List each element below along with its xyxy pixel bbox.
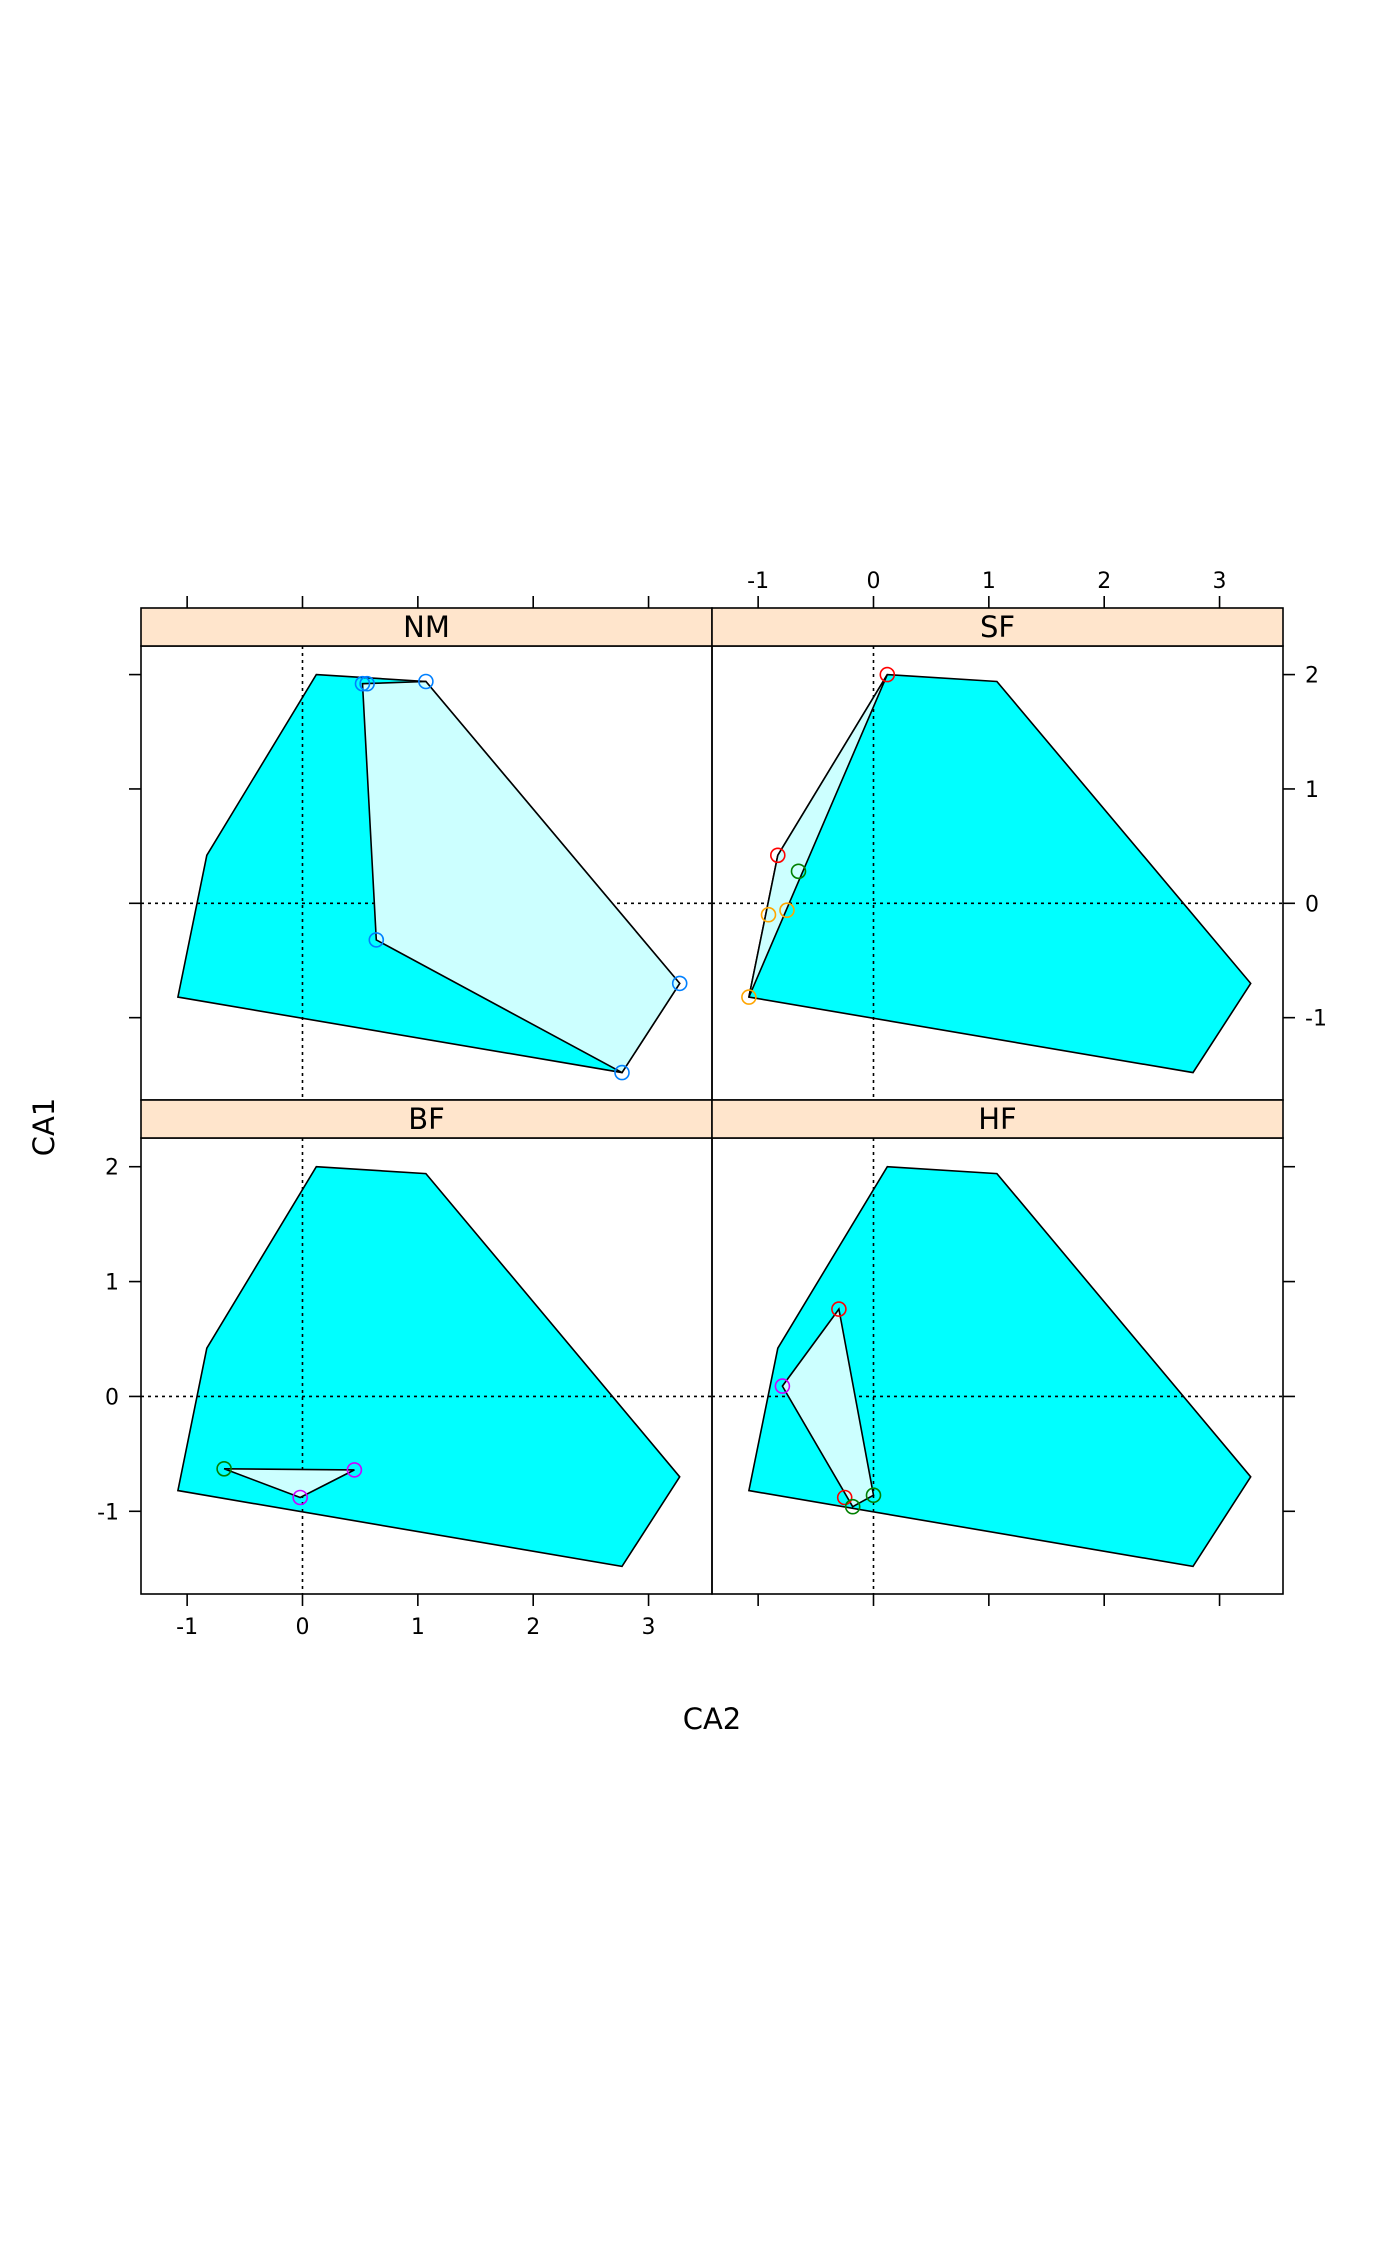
x-tick-label-top: -1 bbox=[747, 569, 769, 594]
y-tick-label-right: 1 bbox=[1305, 778, 1319, 803]
y-tick-label-left: 1 bbox=[105, 1271, 119, 1296]
group-hull bbox=[781, 1307, 875, 1508]
data-point bbox=[790, 863, 807, 880]
x-tick-label-bottom: 2 bbox=[526, 1615, 540, 1640]
data-point bbox=[741, 989, 757, 1005]
y-tick-label-left: 2 bbox=[105, 1156, 119, 1181]
data-point bbox=[779, 902, 795, 919]
data-point bbox=[844, 1498, 861, 1515]
data-point bbox=[774, 1378, 791, 1394]
panel-content bbox=[141, 1138, 712, 1594]
panel-bf: BF bbox=[140, 1099, 713, 1595]
panel-sf: SF bbox=[711, 607, 1284, 1101]
strip-label: BF bbox=[408, 1102, 445, 1136]
strip-label: HF bbox=[978, 1102, 1017, 1136]
data-point bbox=[671, 975, 688, 992]
x-tick-label-top: 0 bbox=[866, 569, 880, 594]
x-tick-label-top: 1 bbox=[982, 569, 996, 594]
y-tick-label-right: -1 bbox=[1305, 1007, 1327, 1032]
axes-layer: -1 0 1 2 3 -1 0 1 2 3 -1 0 1 2 -1 0 1 2 bbox=[97, 569, 1327, 1640]
data-point bbox=[418, 673, 434, 690]
x-tick-label-bottom: 3 bbox=[642, 1615, 656, 1640]
y-tick-label-left: 0 bbox=[105, 1385, 119, 1410]
strip-label: SF bbox=[980, 610, 1015, 644]
data-point bbox=[879, 666, 896, 683]
data-point bbox=[614, 1064, 630, 1081]
data-point bbox=[216, 1461, 232, 1477]
y-tick-label-right: 0 bbox=[1305, 892, 1319, 917]
x-tick-label-bottom: 1 bbox=[411, 1615, 425, 1640]
x-tick-label-top: 2 bbox=[1097, 569, 1111, 594]
x-tick-label-bottom: 0 bbox=[295, 1615, 309, 1640]
data-point bbox=[865, 1487, 882, 1503]
data-point bbox=[836, 1489, 853, 1506]
outer-hull bbox=[747, 673, 1252, 1074]
group-hull bbox=[223, 1468, 355, 1499]
y-axis-title: CA1 bbox=[27, 1098, 61, 1157]
data-point bbox=[292, 1489, 309, 1506]
outer-hull bbox=[747, 1165, 1252, 1568]
panel-content bbox=[141, 646, 712, 1100]
outer-hull bbox=[176, 1165, 681, 1568]
panels-layer: NM SF BF HF bbox=[140, 607, 1284, 1595]
data-point bbox=[359, 675, 375, 692]
x-tick-label-top: 3 bbox=[1213, 569, 1227, 594]
data-point bbox=[346, 1462, 363, 1478]
x-axis-title: CA2 bbox=[683, 1702, 742, 1736]
data-point bbox=[354, 675, 371, 692]
data-point bbox=[368, 932, 385, 948]
data-point bbox=[769, 847, 786, 864]
strip bbox=[711, 607, 1284, 647]
panel-hf: HF bbox=[711, 1099, 1284, 1595]
panel-content bbox=[712, 1138, 1283, 1594]
y-tick-label-left: -1 bbox=[97, 1500, 119, 1525]
strip bbox=[140, 1099, 713, 1139]
panel-nm: NM bbox=[140, 607, 713, 1101]
x-tick-label-bottom: -1 bbox=[176, 1615, 198, 1640]
group-hull bbox=[361, 680, 681, 1074]
panel-content bbox=[712, 646, 1283, 1100]
strip-label: NM bbox=[403, 610, 450, 644]
data-point bbox=[760, 906, 777, 923]
strip bbox=[711, 1099, 1284, 1139]
data-point bbox=[831, 1301, 847, 1317]
y-tick-label-right: 2 bbox=[1305, 664, 1319, 689]
